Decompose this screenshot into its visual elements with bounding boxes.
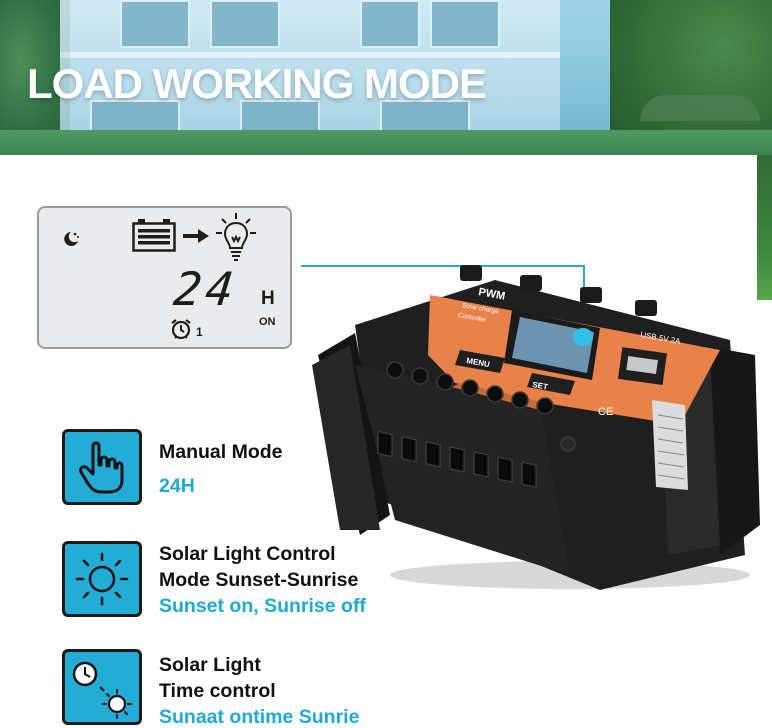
feature-title-line: Mode Sunset-Sunrise: [159, 569, 359, 591]
device-menu-label: MENU: [466, 356, 491, 369]
lawn: [0, 130, 772, 155]
trees-right: [610, 0, 772, 155]
feature-time-control-icon: [62, 649, 142, 725]
feature-title-line: Manual Mode: [159, 441, 283, 463]
lcd-unit-label: H: [261, 288, 275, 309]
timer-number: 1: [196, 325, 203, 339]
device-brand-text: PWM: [477, 286, 506, 302]
feature-manual-mode-text: Manual Mode 24H: [159, 439, 283, 499]
banner-title: LOAD WORKING MODE: [27, 60, 487, 107]
feature-title-line: Solar Light: [159, 654, 261, 676]
device-ce-mark: CE: [598, 406, 613, 418]
feature-subtitle: 24H: [159, 475, 195, 497]
header-banner: LOAD WORKING MODE: [0, 0, 772, 155]
feature-time-control-text: Solar Light Time control Sunaat ontime S…: [159, 652, 359, 728]
side-photo-strip: [757, 155, 772, 300]
hand-pointer-icon: [79, 441, 124, 494]
battery-icon: [132, 219, 176, 252]
feature-subtitle: Sunset on, Sunrise off: [159, 595, 366, 617]
lcd-state-label: ON: [259, 316, 276, 328]
feature-solar-control-icon: [62, 541, 142, 617]
feature-solar-control-text: Solar Light Control Mode Sunset-Sunrise …: [159, 541, 366, 619]
feature-subtitle: Sunaat ontime Sunrie: [159, 706, 360, 728]
clock-sun-icon: [72, 661, 132, 719]
solar-charge-controller-device: PWM Solar charge Controller USB 5V 2A ME…: [312, 265, 760, 590]
arrow-right-icon: [183, 229, 209, 243]
sun-icon: [75, 552, 129, 606]
feature-title-line: Solar Light Control: [159, 543, 336, 565]
device-set-label: SET: [532, 380, 549, 392]
light-bulb-icon: [216, 213, 256, 261]
patio-umbrella: [640, 95, 760, 121]
feature-title-line: Time control: [159, 680, 276, 702]
device-caption-line2: Controller: [458, 312, 488, 324]
feature-manual-mode-icon: [62, 429, 142, 505]
alarm-clock-icon: [171, 319, 191, 340]
trees-left: [0, 0, 70, 155]
lcd-hours-digits: 24: [171, 262, 241, 316]
moon-icon: [64, 232, 79, 246]
lcd-display-panel: 24 H ON 1: [37, 206, 292, 349]
